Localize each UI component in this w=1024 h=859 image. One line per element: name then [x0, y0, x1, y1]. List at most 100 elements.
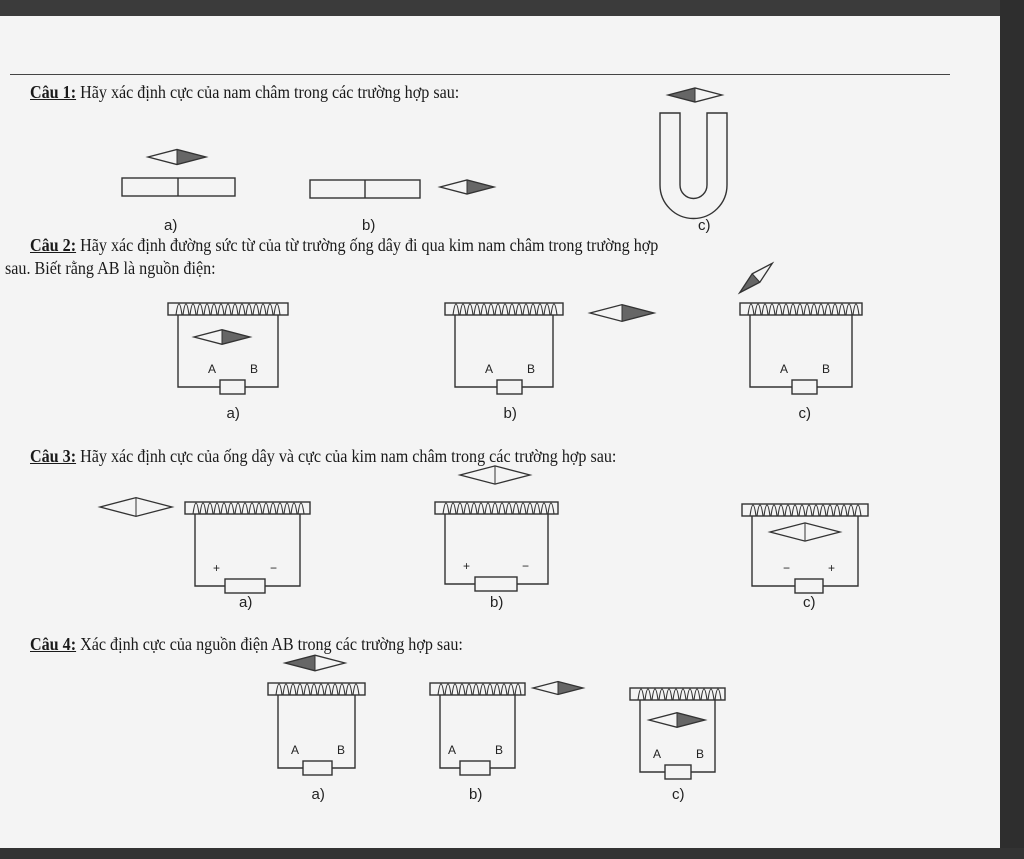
- power-source: [791, 379, 818, 395]
- wire: [177, 315, 279, 388]
- power-source: [459, 760, 491, 776]
- figure-label: a): [312, 786, 325, 803]
- wire: [749, 315, 853, 388]
- figure-label: a): [227, 405, 240, 422]
- circuit: [739, 302, 863, 395]
- compass-needle-icon: [737, 261, 775, 295]
- needle-outline: [646, 712, 708, 728]
- power-source: [219, 379, 246, 395]
- divider: [10, 74, 950, 75]
- compass-needle-icon: [530, 680, 586, 696]
- figure-label: b): [490, 594, 503, 611]
- question-3: Câu 3: Hãy xác định cực của ống dây và c…: [30, 446, 616, 467]
- needle-outline: [530, 680, 586, 696]
- needle-pole: [467, 179, 494, 195]
- circuit: [741, 503, 869, 594]
- question-text: Hãy xác định đường sức từ của từ trường …: [76, 235, 659, 255]
- terminal-right: +: [828, 561, 835, 575]
- coil-winding: [747, 303, 860, 316]
- needle-outline: [282, 654, 348, 672]
- compass-needle-icon: [665, 87, 725, 103]
- question-text: Hãy xác định cực của nam châm trong các …: [76, 82, 460, 102]
- needle-outline: [457, 465, 533, 485]
- compass-needle-icon: [767, 522, 843, 542]
- needle-pole: [668, 87, 695, 103]
- question-number: Câu 4:: [30, 634, 77, 654]
- figure-label: c): [803, 594, 816, 611]
- terminal-left: A: [653, 747, 661, 761]
- terminal-left: A: [485, 362, 493, 376]
- question-text: Hãy xác định cực của ống dây và cực của …: [76, 446, 617, 466]
- question-4: Câu 4: Xác định cực của nguồn điện AB tr…: [30, 634, 463, 655]
- circuit: [167, 302, 289, 395]
- circuit: [629, 687, 726, 780]
- circuit: [184, 501, 311, 594]
- compass-needle-icon: [587, 304, 657, 322]
- wire: [194, 514, 301, 587]
- u-magnet: [659, 112, 728, 220]
- terminal-left: A: [448, 743, 456, 757]
- question-2: Câu 2: Hãy xác định đường sức từ của từ …: [30, 235, 658, 256]
- question-1: Câu 1: Hãy xác định cực của nam châm tro…: [30, 82, 459, 103]
- question-2-cont: sau. Biết rằng AB là nguồn điện:: [5, 258, 216, 278]
- label-c: c): [698, 217, 711, 234]
- needle-outline: [587, 304, 657, 322]
- circuit: [429, 682, 526, 776]
- terminal-right: B: [696, 747, 704, 761]
- label-b: b): [362, 217, 375, 234]
- terminal-right: B: [495, 743, 503, 757]
- compass-needle-icon: [191, 329, 253, 345]
- terminal-right: −: [522, 559, 529, 573]
- power-source: [496, 379, 523, 395]
- terminal-right: B: [822, 362, 830, 376]
- needle-outline: [145, 148, 209, 166]
- needle-pole: [677, 712, 705, 728]
- compass-needle-icon: [437, 179, 497, 195]
- needle-outline: [665, 87, 725, 103]
- terminal-left: A: [208, 362, 216, 376]
- power-source: [224, 578, 266, 594]
- top-bar: [0, 0, 1024, 16]
- needle-pole: [622, 304, 654, 322]
- coil-winding: [637, 688, 722, 701]
- needle-outline: [737, 261, 775, 295]
- wire: [444, 514, 549, 585]
- figure-label: c): [672, 786, 685, 803]
- terminal-left: −: [783, 561, 790, 575]
- power-source: [474, 576, 518, 592]
- power-source: [794, 578, 824, 594]
- compass-needle-icon: [282, 654, 348, 672]
- compass-needle-icon: [97, 496, 175, 518]
- needle-pole: [739, 273, 760, 293]
- figure-label: a): [239, 594, 252, 611]
- question-number: Câu 3:: [30, 446, 77, 466]
- question-number: Câu 2:: [30, 235, 77, 255]
- coil-winding: [175, 303, 281, 316]
- figure-label: b): [504, 405, 517, 422]
- right-bar: [1000, 0, 1024, 859]
- needle-pole: [222, 329, 250, 345]
- needle-pole: [285, 655, 315, 671]
- needle-axis: [751, 273, 761, 283]
- power-source: [664, 764, 692, 780]
- question-text: Xác định cực của nguồn điện AB trong các…: [76, 634, 463, 654]
- needle-outline: [97, 496, 175, 518]
- terminal-right: B: [527, 362, 535, 376]
- terminal-left: +: [213, 561, 220, 575]
- compass-needle-icon: [457, 465, 533, 485]
- terminal-left: A: [780, 362, 788, 376]
- needle-outline: [191, 329, 253, 345]
- terminal-right: B: [337, 743, 345, 757]
- needle-pole: [177, 149, 206, 165]
- needle-outline: [437, 179, 497, 195]
- coil-winding: [442, 502, 555, 515]
- figure-label: b): [469, 786, 482, 803]
- wire: [277, 695, 356, 769]
- circuit: [444, 302, 564, 395]
- terminal-right: −: [270, 561, 277, 575]
- circuit: [434, 501, 559, 592]
- terminal-left: +: [463, 559, 470, 573]
- terminal-left: A: [291, 743, 299, 757]
- coil-winding: [275, 683, 360, 696]
